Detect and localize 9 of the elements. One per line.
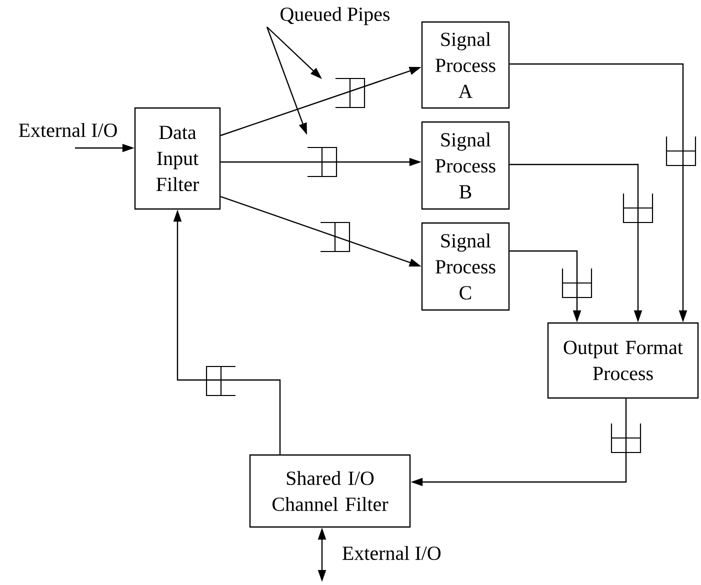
process-box: Output Format Process xyxy=(547,322,699,399)
process-box: Data Input Filter xyxy=(134,107,221,210)
io-label: External I/O xyxy=(18,122,117,138)
callout-label: Queued Pipes xyxy=(280,6,390,26)
process-box: Signal Process C xyxy=(421,222,510,311)
io-label: External I/O xyxy=(342,546,441,560)
process-box: Shared I/O Channel Filter xyxy=(249,454,411,528)
process-box: Signal Process B xyxy=(421,121,510,210)
process-box: Signal Process A xyxy=(421,21,510,109)
